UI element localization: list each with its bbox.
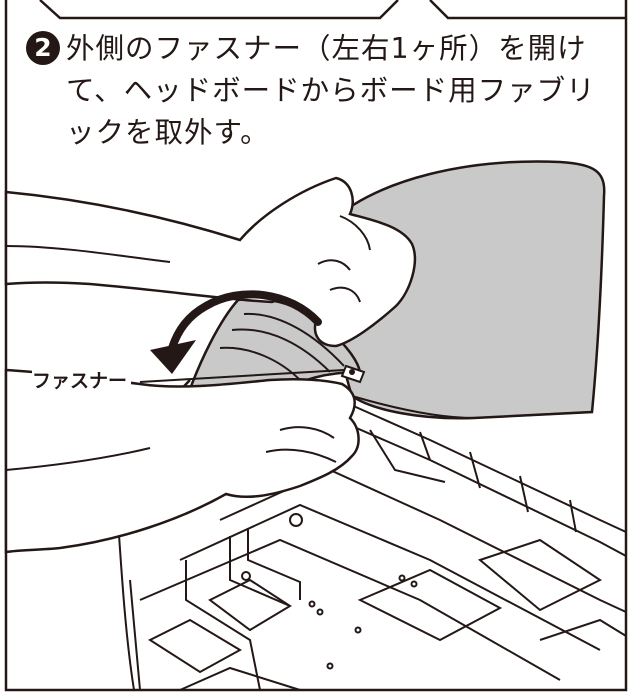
lower-hand (4, 368, 360, 554)
upper-hand (4, 176, 417, 348)
arrow-head-icon (150, 340, 196, 374)
zipper-pull-icon (340, 364, 366, 384)
step-number-badge: 2 (26, 31, 60, 65)
curved-arrow (168, 290, 322, 352)
step-instruction: 2 外側のファスナー（左右1ヶ所）を開けて、ヘッドボードからボード用ファブリック… (26, 28, 616, 154)
step-text: 外側のファスナー（左右1ヶ所）を開けて、ヘッドボードからボード用ファブリックを取… (66, 32, 596, 149)
top-tab-right (429, 0, 626, 20)
board-edge (351, 395, 593, 420)
zipper-callout-label: ファスナー (32, 369, 132, 393)
callout-leader (139, 369, 345, 383)
top-tab-left (39, 0, 399, 20)
panel-frame (4, 0, 628, 692)
